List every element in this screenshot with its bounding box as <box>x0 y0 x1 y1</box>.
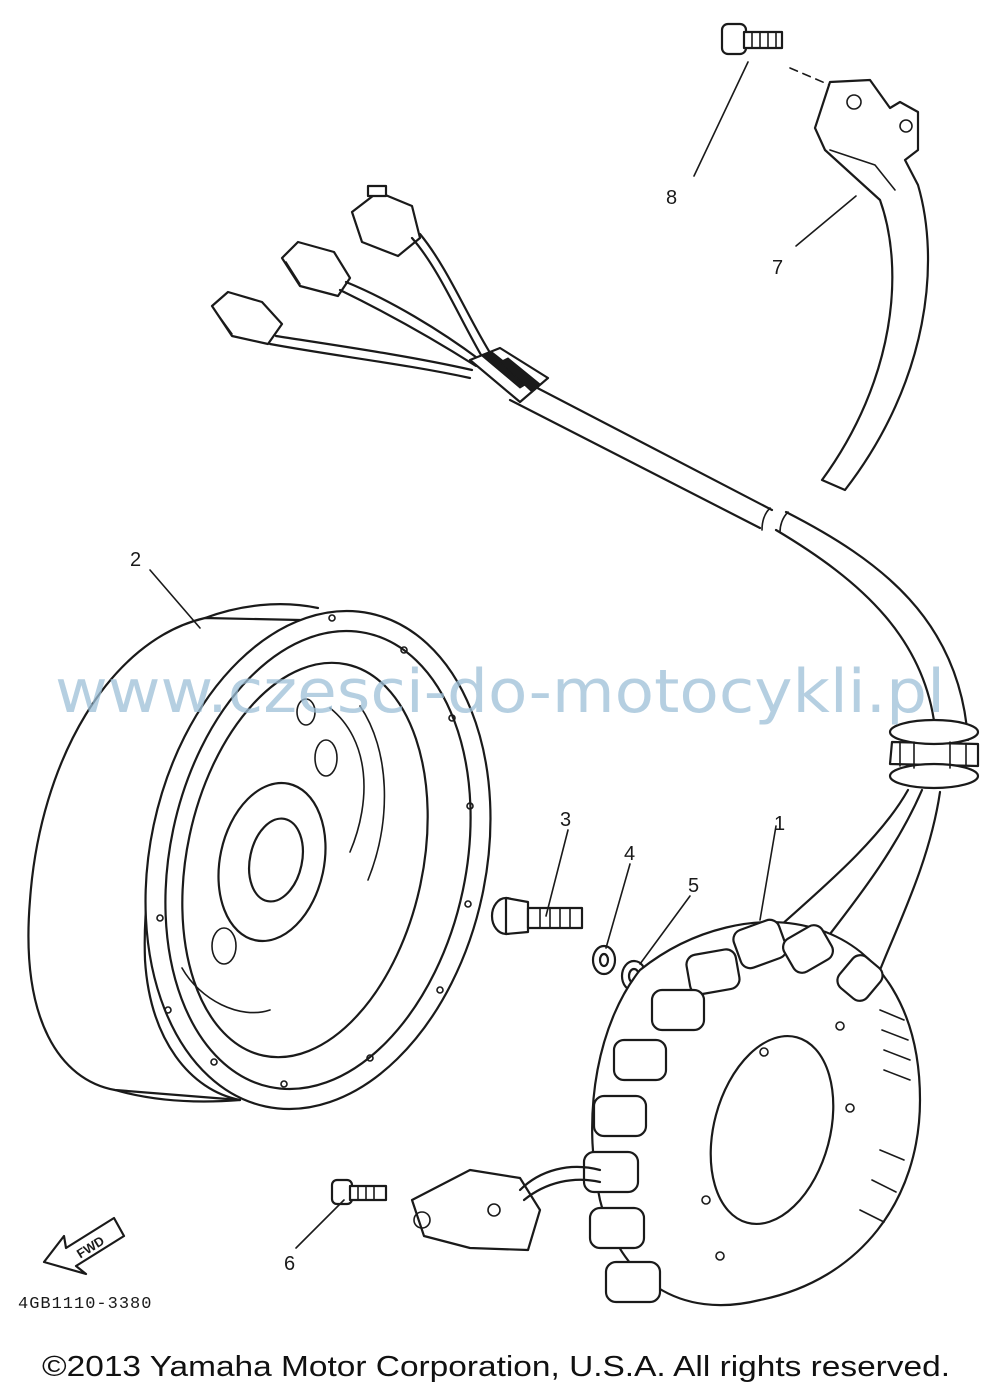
wire-harness <box>210 184 980 972</box>
bolt-part-6 <box>330 1178 388 1206</box>
part-label-7: 7 <box>772 257 783 279</box>
part-label-3: 3 <box>560 809 571 831</box>
watermark: www.czesci-do-motocykli.pl <box>55 657 945 727</box>
part-label-1: 1 <box>774 813 785 835</box>
bolt-part-8 <box>720 22 833 87</box>
copyright-notice: ©2013 Yamaha Motor Corporation, U.S.A. A… <box>42 1351 950 1383</box>
stator-assembly-part-1 <box>410 918 922 1307</box>
part-label-2: 2 <box>130 549 141 571</box>
part-labels: 1 2 3 4 5 6 7 8 <box>130 187 785 1275</box>
part-label-5: 5 <box>688 875 699 897</box>
rotor-part-2 <box>27 603 492 1111</box>
drawing-code: 4GB1110-3380 <box>18 1295 152 1314</box>
leader-lines <box>149 61 857 1249</box>
part-label-8: 8 <box>666 187 677 209</box>
fwd-arrow-icon: FWD <box>42 1216 126 1276</box>
lock-washer-part-4 <box>591 944 617 976</box>
part-label-6: 6 <box>284 1253 295 1275</box>
bolt-part-3 <box>490 896 584 936</box>
part-label-4: 4 <box>624 843 635 865</box>
guide-bracket-part-7 <box>813 78 930 492</box>
